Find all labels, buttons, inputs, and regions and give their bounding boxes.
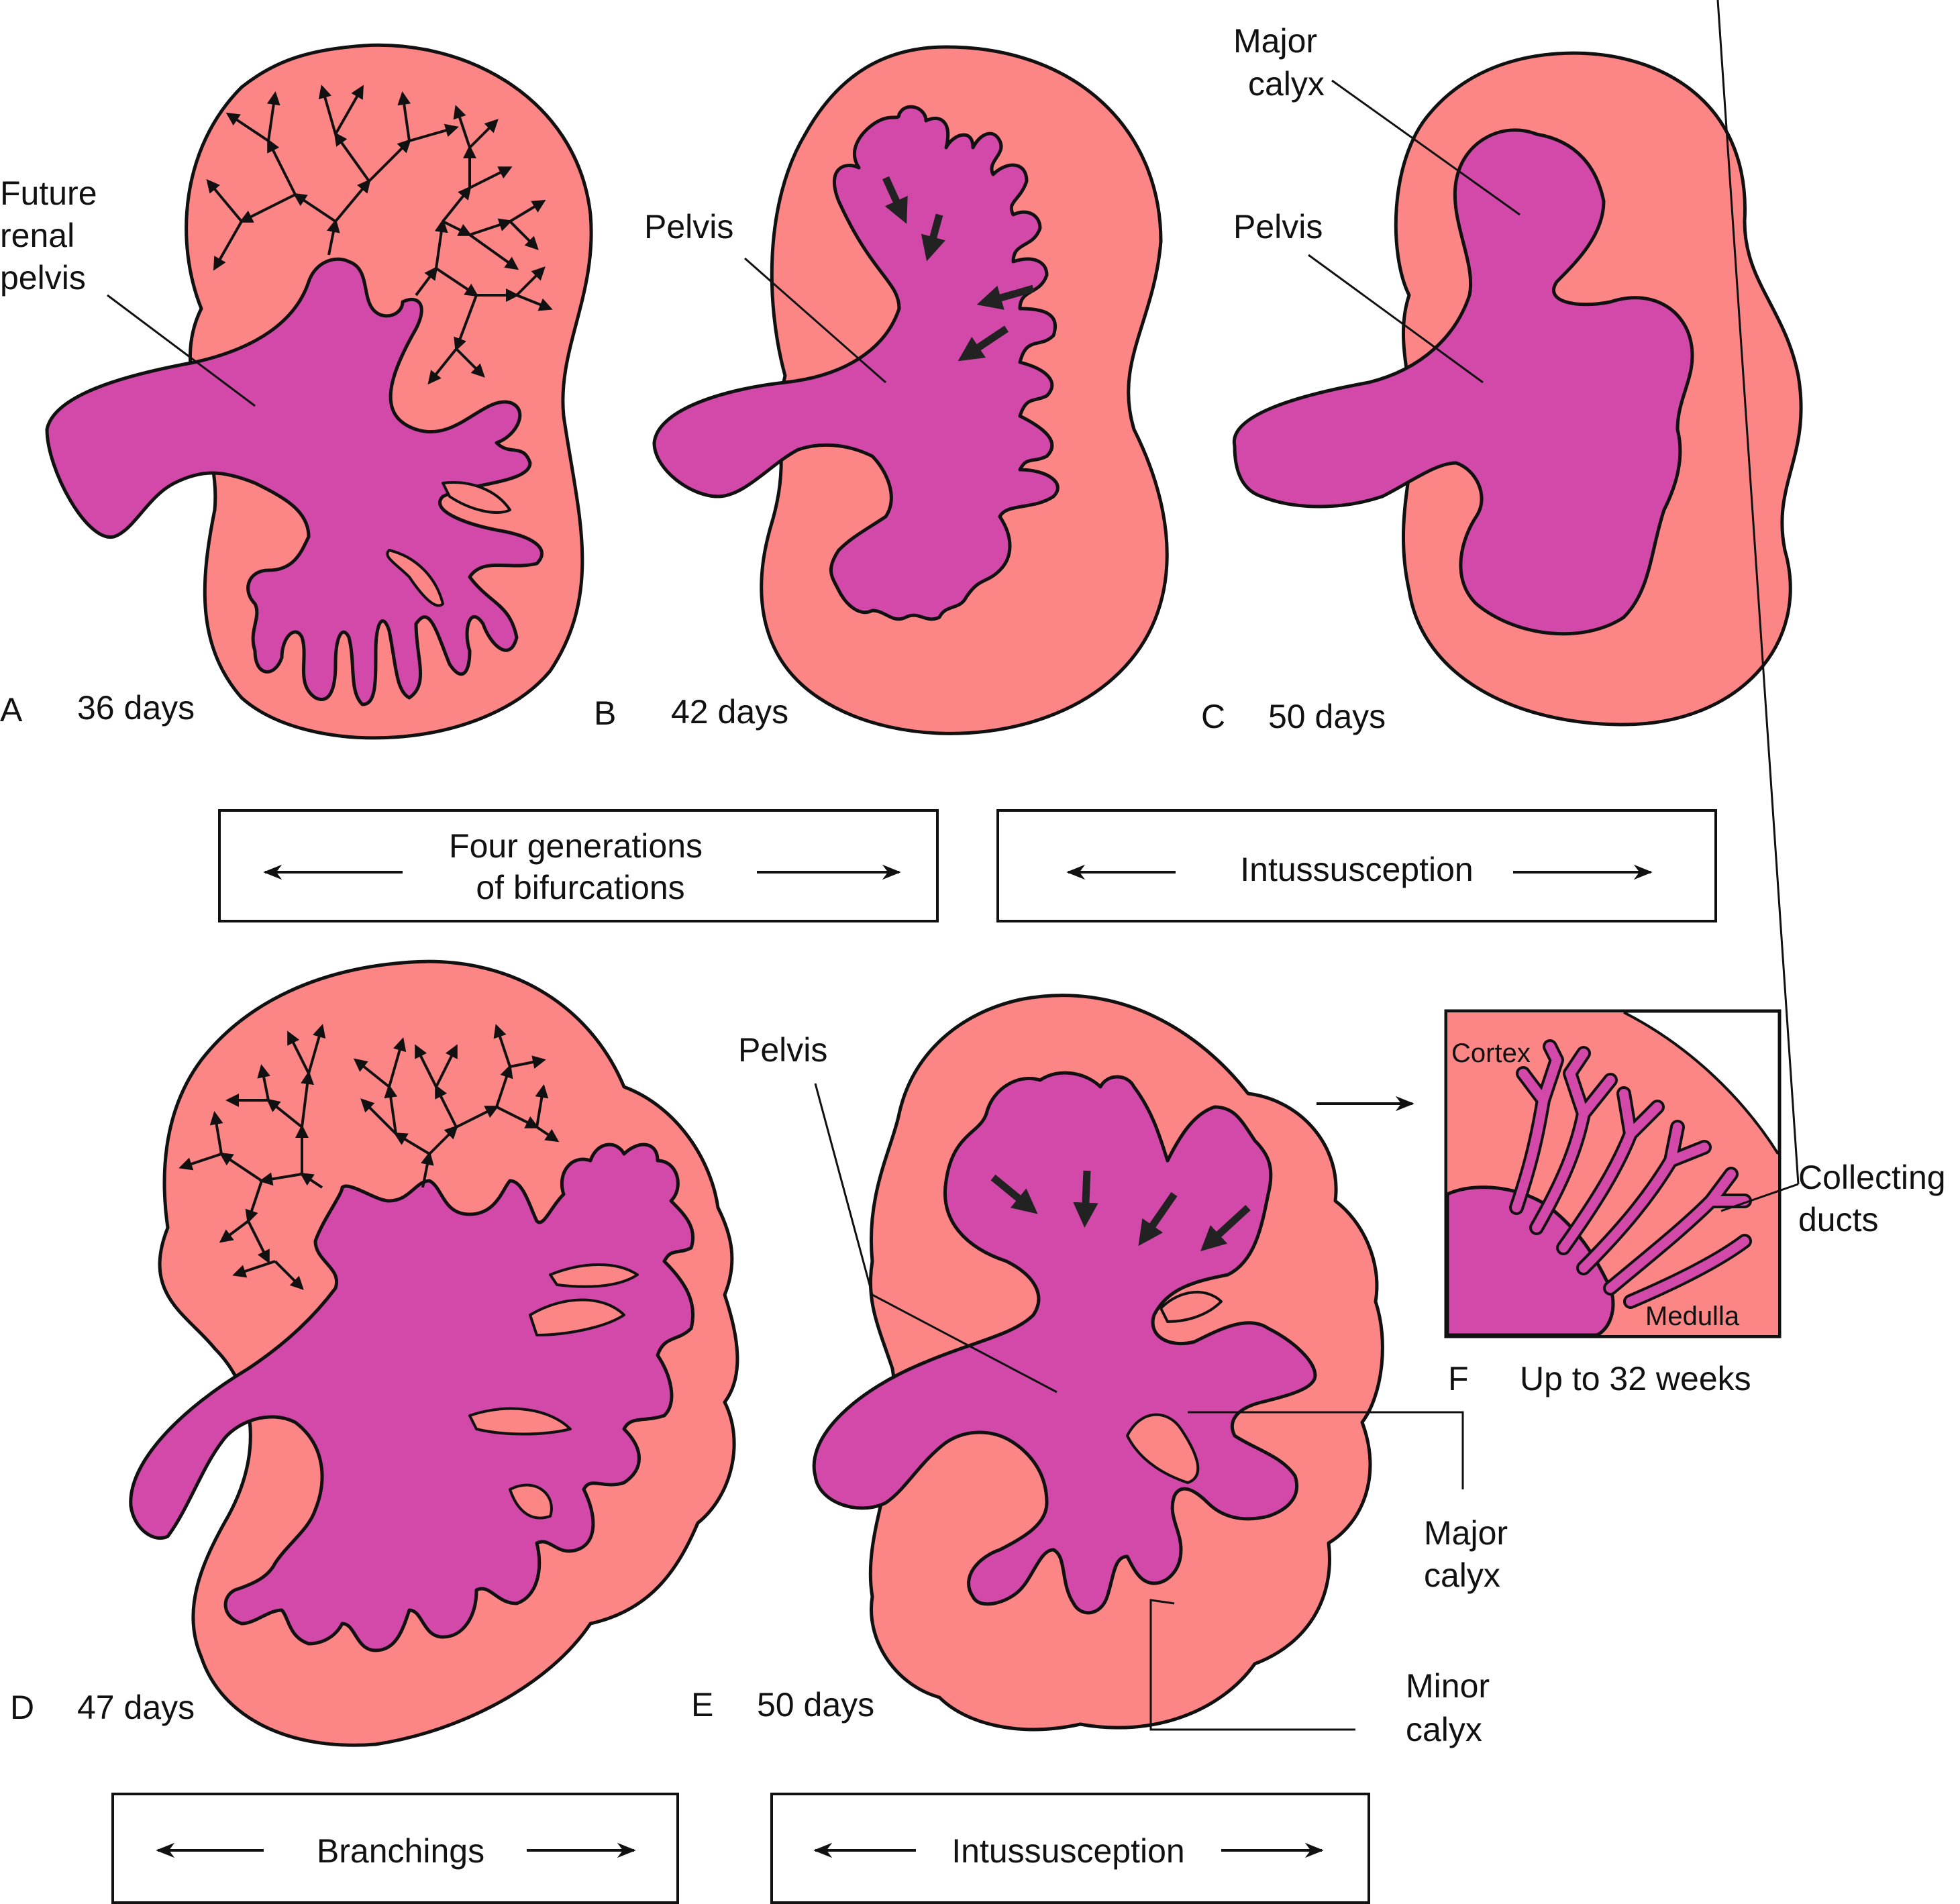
panel-c-pelvis-leader <box>1308 254 1484 384</box>
panel-f-collecting-leader <box>1716 0 1800 1185</box>
panel-a-bifurcation-arrows <box>206 85 553 385</box>
panel-a-leader <box>107 294 256 407</box>
panel-e: Pelvis Major calyx Minor calyx E 50 days <box>691 994 1517 1748</box>
panel-e-major-calyx-label: Major calyx <box>1424 1514 1517 1594</box>
panel-d-branching-arrows <box>178 1024 560 1290</box>
panel-e-pelvis-label: Pelvis <box>738 1031 827 1069</box>
panel-d-letter: D <box>10 1689 34 1726</box>
panel-b-letter: B <box>594 694 616 732</box>
panel-d-age: 47 days <box>77 1689 195 1726</box>
panel-c-pelvis <box>1232 128 1694 636</box>
panel-d-pelvis <box>129 1143 695 1652</box>
process-box-branchings: Branchings <box>111 1793 679 1904</box>
panel-a-pelvis <box>45 257 544 706</box>
panel-f: Cortex Medulla Collecting ducts F Up to … <box>1444 0 1955 1397</box>
svg-text:Intussusception: Intussusception <box>951 1832 1184 1870</box>
panel-a-age: 36 days <box>77 689 195 727</box>
panel-f-collecting-label: Collecting ducts <box>1798 1159 1955 1238</box>
panel-e-age: 50 days <box>757 1686 874 1724</box>
panel-b-intussusception-arrows <box>882 176 1035 362</box>
panel-c-letter: C <box>1201 698 1225 735</box>
panel-e-pelvis-leader <box>814 1083 1058 1393</box>
panel-c-pelvis-label: Pelvis <box>1233 208 1323 246</box>
process-box-intussusception-top: Intussusception <box>996 809 1717 922</box>
panel-d: D 47 days <box>10 959 739 1747</box>
svg-text:Four generations of bifu: Four generations of bifurcations <box>449 827 712 906</box>
panel-a-label: Future renal pelvis <box>0 174 106 297</box>
panel-f-medulla-label: Medulla <box>1645 1302 1740 1331</box>
panel-a: Future renal pelvis A 36 days <box>0 43 593 740</box>
panel-e-intussusception-arrows <box>990 1170 1251 1252</box>
panel-e-minor-calyx-label: Minor calyx <box>1406 1667 1499 1748</box>
panel-c-age: 50 days <box>1268 698 1386 735</box>
process-box-intussusception-bottom: Intussusception <box>770 1793 1370 1904</box>
svg-text:Branchings: Branchings <box>317 1832 484 1870</box>
panel-b-age: 42 days <box>671 693 788 731</box>
process-box-bifurcations: Four generations of bifurcations <box>218 809 939 922</box>
panel-e-major-calyx-leader <box>1188 1411 1464 1489</box>
panel-a-letter: A <box>0 691 23 729</box>
panel-c-major-calyx-label: Major calyx <box>1233 22 1327 103</box>
panel-c-calyx-leader <box>1331 79 1520 216</box>
panel-f-age: Up to 32 weeks <box>1520 1360 1751 1397</box>
panel-e-minor-calyx-leader <box>1149 1599 1355 1731</box>
panel-b-label: Pelvis <box>644 208 733 246</box>
panel-f-cortex-label: Cortex <box>1451 1039 1531 1068</box>
panel-f-letter: F <box>1448 1360 1469 1397</box>
svg-text:Intussusception: Intussusception <box>1240 851 1473 888</box>
panel-b-pelvis <box>652 105 1060 621</box>
panel-b-leader <box>744 257 886 384</box>
panel-b: Pelvis B 42 days <box>594 45 1169 735</box>
panel-f-medulla <box>1445 1185 1615 1337</box>
panel-c: Major calyx Pelvis C 50 days <box>1201 22 1803 735</box>
panel-e-letter: E <box>691 1686 713 1724</box>
